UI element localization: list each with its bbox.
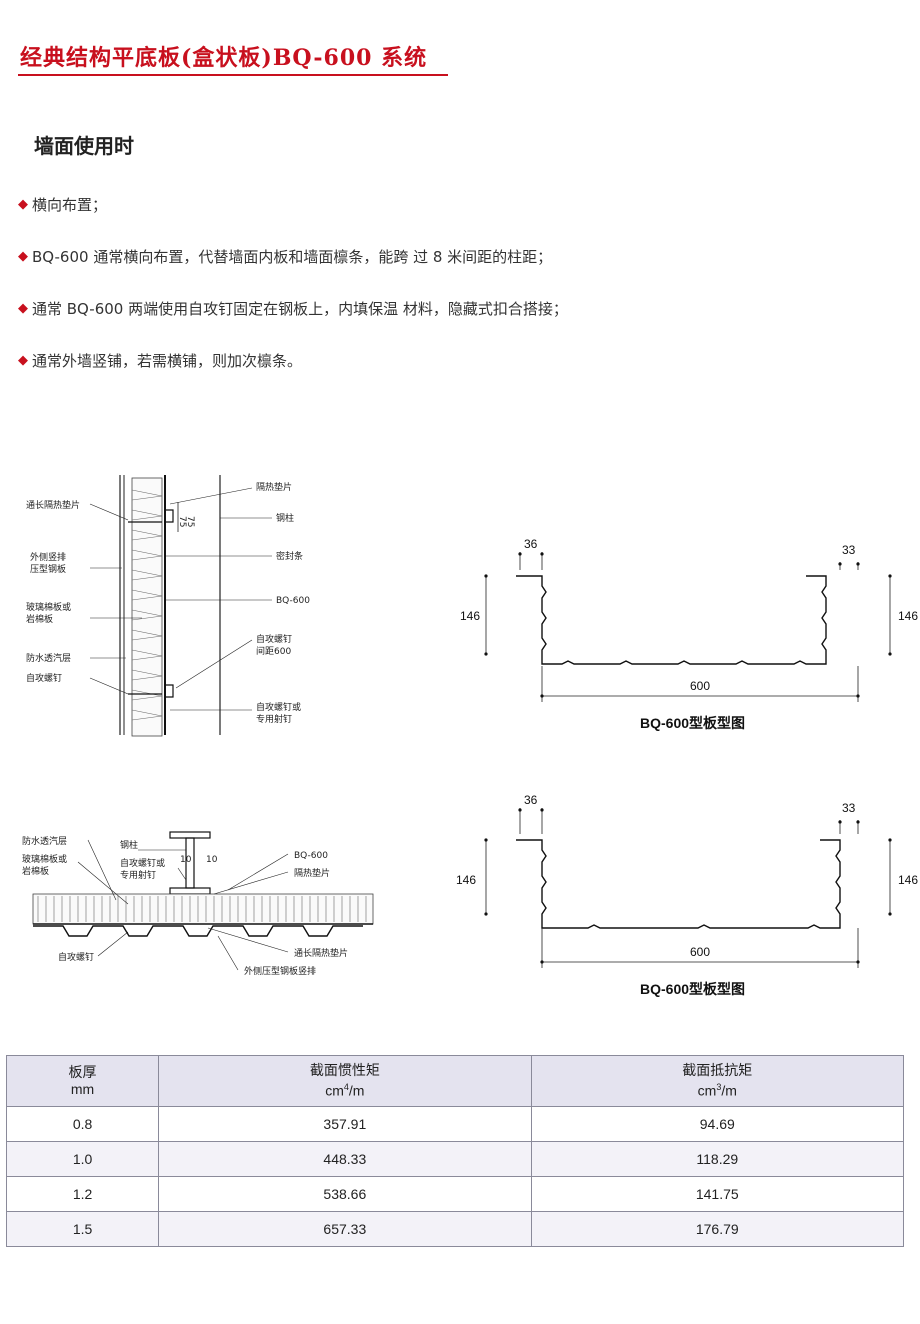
label-screw: 自攻螺钉 xyxy=(58,951,94,963)
diamond-bullet-icon: ◆ xyxy=(18,197,28,212)
table-row: 1.5 657.33 176.79 xyxy=(5,1211,905,1247)
dim-33: 33 xyxy=(842,801,856,815)
dim-146-right: 146 xyxy=(898,873,918,887)
cell-thickness: 1.0 xyxy=(5,1141,160,1177)
label-steel-column: 钢柱 xyxy=(120,839,138,851)
label-left-1: 通长隔热垫片 xyxy=(26,499,80,511)
label-screw-or-2: 专用射钉 xyxy=(120,869,156,881)
profile-caption-1: BQ-600型板型图 xyxy=(640,715,745,731)
label-right-1: 隔热垫片 xyxy=(256,481,292,493)
cell-resistance: 141.75 xyxy=(530,1176,905,1212)
label-spacer: 隔热垫片 xyxy=(294,867,330,879)
label-glasswool-2: 岩棉板 xyxy=(22,865,49,877)
dim-33: 33 xyxy=(842,543,856,557)
label-left-6: 防水透汽层 xyxy=(26,652,71,664)
label-screw-or-1: 自攻螺钉或 xyxy=(120,857,165,869)
label-waterproof: 防水透汽层 xyxy=(22,835,67,847)
label-right-2: 钢柱 xyxy=(276,512,294,524)
cell-thickness: 1.2 xyxy=(5,1176,160,1212)
list-item: ◆ BQ-600 通常横向布置，代替墙面内板和墙面檩条，能跨 过 8 米间距的柱… xyxy=(18,246,878,298)
label-right-4: BQ-600 xyxy=(276,596,310,606)
profile-diagram-1: 36 33 146 146 600 BQ-600型板型图 xyxy=(450,530,920,740)
label-left-5: 岩棉板 xyxy=(26,613,53,625)
label-right-6: 间距600 xyxy=(256,645,291,657)
profile-caption-2: BQ-600型板型图 xyxy=(640,981,745,997)
cell-inertia: 538.66 xyxy=(158,1176,532,1212)
page-title: 经典结构平底板(盒状板)BQ-600 系统 xyxy=(20,45,428,71)
section-properties-table: 板厚 mm 截面惯性矩 cm4/m 截面抵抗矩 cm3/m 0.8 357.91… xyxy=(5,1055,905,1247)
label-right-7: 自攻螺钉或 xyxy=(256,701,301,713)
dim-600: 600 xyxy=(690,679,710,693)
label-left-4: 玻璃棉板或 xyxy=(26,601,71,613)
cell-inertia: 448.33 xyxy=(158,1141,532,1177)
table-row: 1.2 538.66 141.75 xyxy=(5,1176,905,1212)
label-bq600: BQ-600 xyxy=(294,851,328,861)
bullet-text: BQ-600 通常横向布置，代替墙面内板和墙面檩条，能跨 过 8 米间距的柱距； xyxy=(32,248,553,266)
dim-600: 600 xyxy=(690,945,710,959)
wall-horizontal-section-diagram: 10 10 防水透汽层 玻璃棉板或 岩棉板 钢柱 自攻螺钉或 专用射钉 BQ-6… xyxy=(18,820,388,990)
list-item: ◆ 通常外墙竖铺，若需横铺，则加次檩条。 xyxy=(18,350,878,402)
dim-146-left: 146 xyxy=(456,873,476,887)
label-right-5: 自攻螺钉 xyxy=(256,633,292,645)
cell-thickness: 0.8 xyxy=(5,1106,160,1142)
cell-inertia: 357.91 xyxy=(158,1106,532,1142)
label-outer-sheet: 外侧压型钢板竖排 xyxy=(244,965,316,977)
table-row: 0.8 357.91 94.69 xyxy=(5,1106,905,1142)
diamond-bullet-icon: ◆ xyxy=(18,249,28,264)
header-thickness: 板厚 mm xyxy=(5,1055,160,1107)
cell-thickness: 1.5 xyxy=(5,1211,160,1247)
dim-36: 36 xyxy=(524,793,538,807)
label-glasswool-1: 玻璃棉板或 xyxy=(22,853,67,865)
bullet-text: 横向布置； xyxy=(32,196,108,214)
label-right-8: 专用射钉 xyxy=(256,713,292,725)
diamond-bullet-icon: ◆ xyxy=(18,301,28,316)
list-item: ◆ 通常 BQ-600 两端使用自攻钉固定在钢板上，内填保温 材料，隐藏式扣合搭… xyxy=(18,298,878,350)
bullet-text: 通常 BQ-600 两端使用自攻钉固定在钢板上，内填保温 材料，隐藏式扣合搭接； xyxy=(32,300,568,318)
label-left-2: 外侧竖排 xyxy=(30,551,66,563)
wall-vertical-section-diagram: 75 75 通长隔热垫片 外侧竖排 压型钢板 玻璃棉板或 岩棉板 防水透汽层 自… xyxy=(20,470,340,740)
dim-146-right: 146 xyxy=(898,609,918,623)
bullet-text: 通常外墙竖铺，若需横铺，则加次檩条。 xyxy=(32,352,303,370)
cell-resistance: 176.79 xyxy=(530,1211,905,1247)
cell-resistance: 118.29 xyxy=(530,1141,905,1177)
label-long-spacer: 通长隔热垫片 xyxy=(294,947,348,959)
dim-10-a: 10 xyxy=(180,855,192,865)
feature-list: ◆ 横向布置； ◆ BQ-600 通常横向布置，代替墙面内板和墙面檩条，能跨 过… xyxy=(18,194,878,402)
dim-146-left: 146 xyxy=(460,609,480,623)
dim-36: 36 xyxy=(524,537,538,551)
header-resistance: 截面抵抗矩 cm3/m xyxy=(530,1055,905,1107)
title-underline xyxy=(18,74,448,76)
label-left-3: 压型钢板 xyxy=(30,563,66,575)
label-right-3: 密封条 xyxy=(276,550,303,562)
table-row: 1.0 448.33 118.29 xyxy=(5,1141,905,1177)
svg-text:75: 75 xyxy=(185,516,195,527)
svg-text:75: 75 xyxy=(177,516,187,527)
profile-diagram-2: 36 33 146 146 600 BQ-600型板型图 xyxy=(450,790,920,1010)
table-header-row: 板厚 mm 截面惯性矩 cm4/m 截面抵抗矩 cm3/m xyxy=(5,1055,905,1107)
diamond-bullet-icon: ◆ xyxy=(18,353,28,368)
dim-10-b: 10 xyxy=(206,855,218,865)
cell-inertia: 657.33 xyxy=(158,1211,532,1247)
label-left-7: 自攻螺钉 xyxy=(26,672,62,684)
list-item: ◆ 横向布置； xyxy=(18,194,878,246)
header-inertia: 截面惯性矩 cm4/m xyxy=(158,1055,532,1107)
cell-resistance: 94.69 xyxy=(530,1106,905,1142)
section-title: 墙面使用时 xyxy=(34,134,134,158)
